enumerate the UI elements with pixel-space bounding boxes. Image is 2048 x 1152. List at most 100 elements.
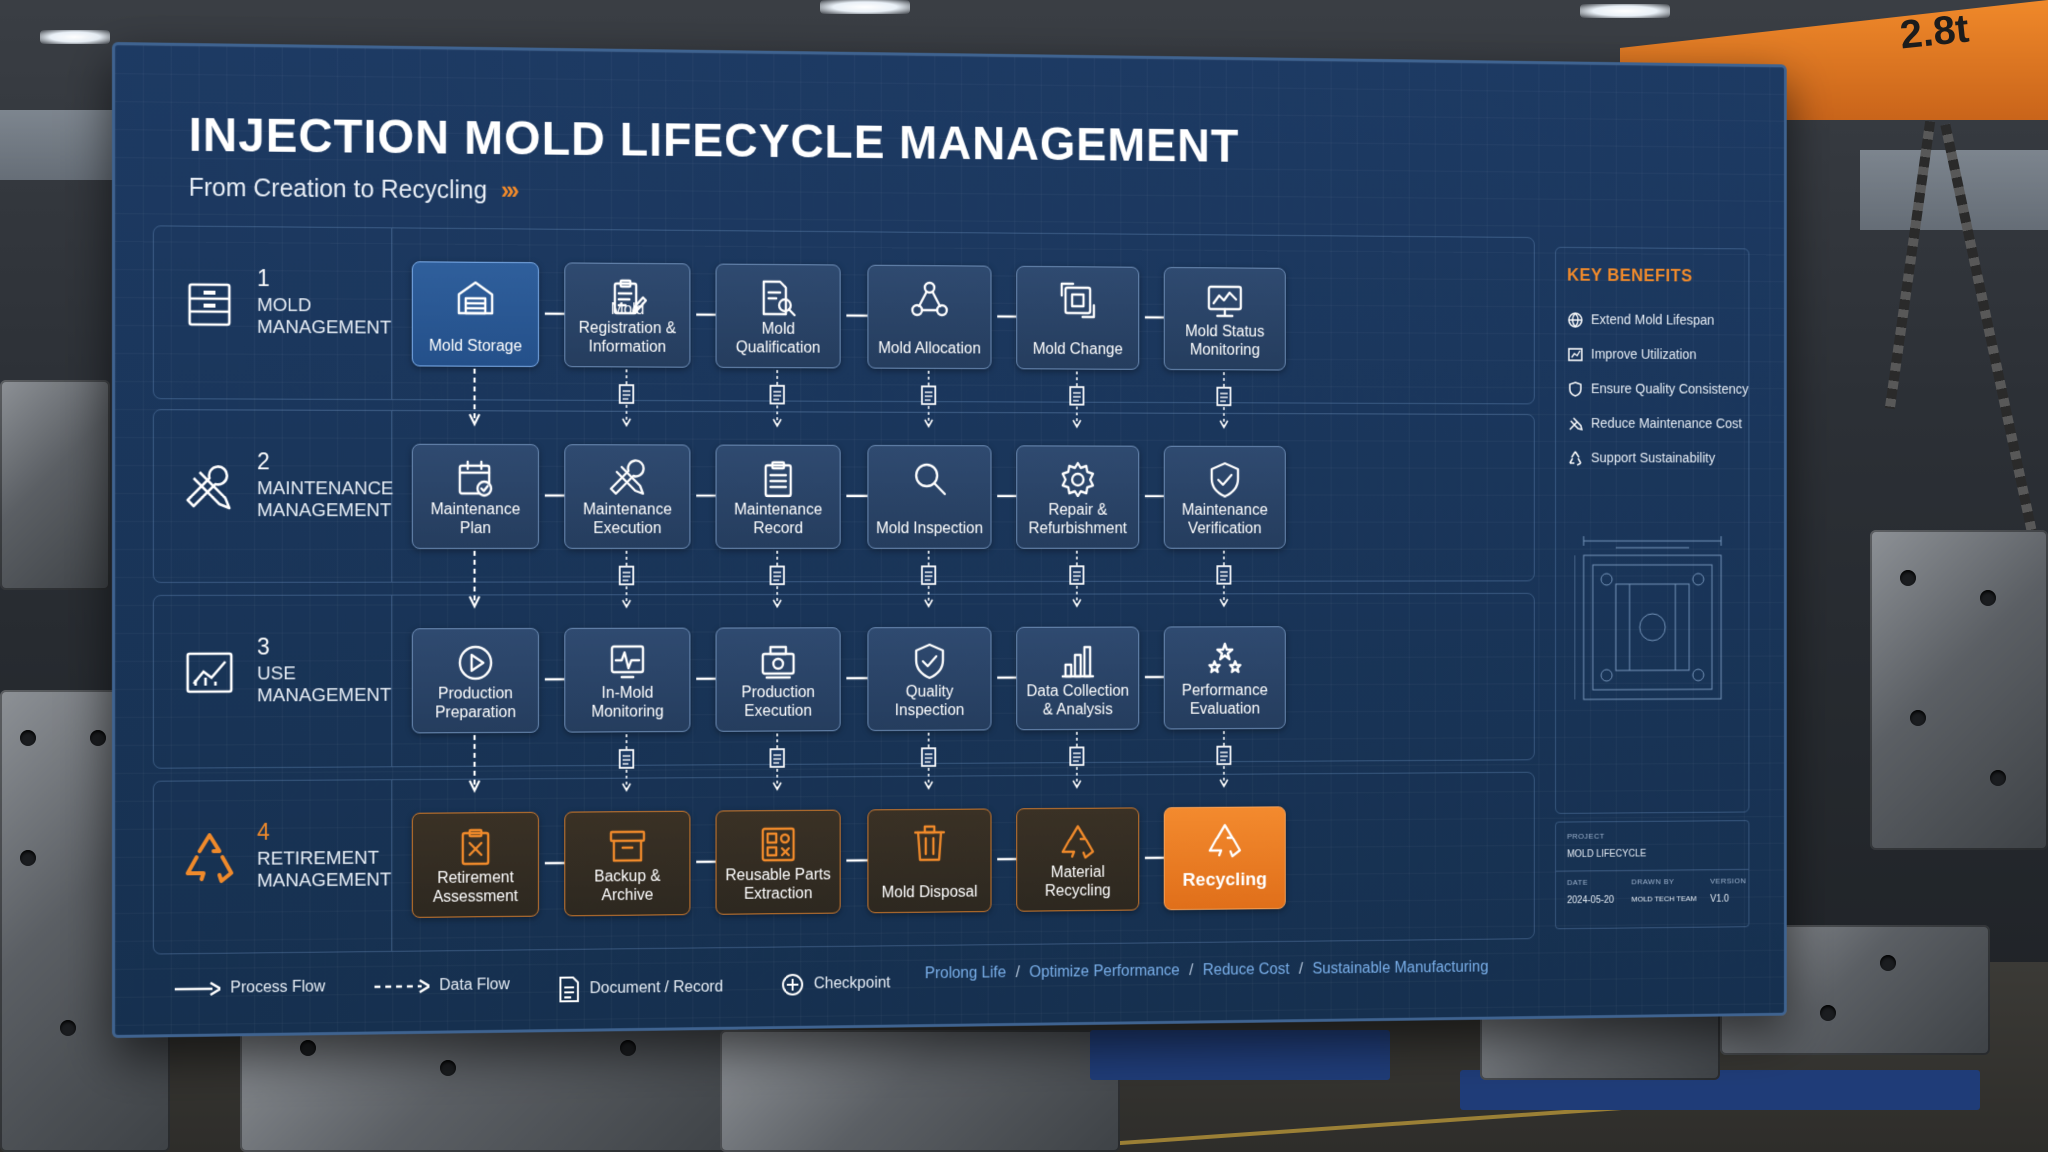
cabinet-icon <box>182 276 238 332</box>
benefit-item: Reduce Maintenance Cost <box>1567 415 1742 439</box>
node-in-mold-monitoring[interactable]: In-Mold Monitoring <box>564 627 691 733</box>
node-mold-storage[interactable]: Mold Storage <box>411 261 539 368</box>
version: V1.0 <box>1710 893 1729 905</box>
row-number: 4 <box>257 818 270 845</box>
node-label: Data Collection & Analysis <box>1026 682 1130 719</box>
tagline-item: Prolong Life <box>924 964 1007 983</box>
mold-change-icon <box>1059 281 1097 320</box>
recycle-icon <box>182 831 238 887</box>
document-link <box>617 734 636 793</box>
bar-chart-icon <box>1059 641 1097 680</box>
node-material-recycling[interactable]: Material Recycling <box>1016 807 1140 912</box>
doc-search-icon <box>759 279 797 319</box>
node-backup-and-archive[interactable]: Backup & Archive <box>564 810 691 917</box>
recycle-icon <box>1206 821 1244 860</box>
pallet <box>1090 1030 1390 1080</box>
shield-check-icon <box>910 642 948 681</box>
node-repair-and-refurbishment[interactable]: Repair & Refurbishment <box>1016 445 1140 549</box>
machine <box>0 380 110 590</box>
node-production-execution[interactable]: Production Execution <box>715 627 841 732</box>
row-name: RETIREMENT MANAGEMENT <box>257 847 392 892</box>
ceiling-light <box>1580 4 1670 18</box>
wrench-screwdriver-icon <box>608 459 647 499</box>
lifecycle-row-2: 2 MAINTENANCE MANAGEMENT <box>152 409 1535 583</box>
lifecycle-row-3: 3 USE MANAGEMENT <box>152 592 1535 769</box>
node-maintenance-plan[interactable]: Maintenance Plan <box>411 443 539 549</box>
crane-capacity-label: 2.8t <box>1897 6 1971 58</box>
benefit-item: Ensure Quality Consistency <box>1567 380 1748 404</box>
row-name: USE MANAGEMENT <box>257 663 392 707</box>
node-reusable-parts-extraction[interactable]: Reusable Parts Extraction <box>715 809 841 915</box>
node-production-preparation[interactable]: Production Preparation <box>411 627 539 734</box>
node-label: Material Recycling <box>1044 864 1111 900</box>
project-date: 2024-05-20 <box>1567 895 1615 907</box>
drawn-by: MOLD TECH TEAM <box>1631 894 1697 904</box>
row-number: 2 <box>257 448 270 475</box>
node-label: Production Preparation <box>435 685 516 722</box>
node-mold-inspection[interactable]: Mold Inspection <box>867 444 992 549</box>
node-label: In-Mold Monitoring <box>591 684 664 721</box>
node-data-collection-and-analysis[interactable]: Data Collection & Analysis <box>1016 626 1140 731</box>
chart-icon <box>182 646 238 702</box>
node-mold-qualification[interactable]: Mold Qualification <box>715 263 841 369</box>
node-recycling[interactable]: Recycling <box>1163 806 1286 911</box>
node-label: Mold Disposal <box>881 883 978 902</box>
node-mold-disposal[interactable]: Mold Disposal <box>867 808 992 914</box>
node-label: Maintenance Plan <box>430 501 521 538</box>
node-label: Performance Evaluation <box>1181 682 1268 718</box>
gear-icon <box>1059 460 1097 499</box>
node-maintenance-verification[interactable]: Maintenance Verification <box>1163 445 1286 549</box>
node-label: Backup & Archive <box>594 868 661 905</box>
node-label: Mold Status Monitoring <box>1185 323 1265 359</box>
monitor-chart-icon <box>1206 282 1244 321</box>
node-maintenance-execution[interactable]: Maintenance Execution <box>564 444 691 549</box>
title-block: PROJECT MOLD LIFECYCLE DATE 2024-05-20 D… <box>1555 820 1750 930</box>
tools-icon <box>182 460 238 516</box>
benefit-item: Extend Mold Lifespan <box>1567 311 1714 335</box>
node-label: Mold Qualification <box>735 320 821 357</box>
play-icon <box>456 643 495 683</box>
globe-icon <box>1567 312 1584 329</box>
row-number: 1 <box>257 265 270 292</box>
document-link <box>617 551 636 610</box>
dashed-arrow-icon <box>374 979 429 994</box>
document-link <box>617 369 636 428</box>
blueprint-drawing <box>1574 527 1730 719</box>
chart-icon <box>1567 346 1584 363</box>
row-name: MOLD MANAGEMENT <box>257 294 392 339</box>
node-mold-status-monitoring[interactable]: Mold Status Monitoring <box>1163 266 1286 371</box>
ceiling-light <box>820 0 910 14</box>
machine-icon <box>759 642 797 681</box>
steel-mold-block <box>720 1030 1120 1152</box>
node-mold-allocation[interactable]: Mold Allocation <box>867 264 992 370</box>
node-label: Reusable Parts Extraction <box>725 866 831 903</box>
project-name: MOLD LIFECYCLE <box>1567 848 1647 860</box>
row-number: 3 <box>257 633 270 660</box>
node-mold-registration-and-information[interactable]: Mold Registration & Information <box>564 262 691 368</box>
key-benefits-heading: KEY BENEFITS <box>1567 265 1693 286</box>
legend-data-flow: Data Flow <box>374 976 510 995</box>
benefit-item: Improve Utilization <box>1567 346 1697 370</box>
pulse-monitor-icon <box>608 643 647 683</box>
node-quality-inspection[interactable]: Quality Inspection <box>867 626 992 732</box>
node-performance-evaluation[interactable]: Performance Evaluation <box>1163 626 1286 730</box>
node-label: Retirement Assessment <box>432 869 519 906</box>
node-retirement-assessment[interactable]: Retirement Assessment <box>411 811 539 918</box>
node-label: Maintenance Verification <box>1181 502 1268 538</box>
ceiling-light <box>40 30 110 44</box>
shield-check-icon <box>1206 460 1244 499</box>
warehouse-icon <box>456 276 495 316</box>
solid-arrow-icon <box>175 981 221 996</box>
node-label: Recycling <box>1182 869 1267 891</box>
node-label: Maintenance Record <box>734 501 823 538</box>
node-maintenance-record[interactable]: Maintenance Record <box>715 444 841 549</box>
tagline-separator: / <box>1015 964 1020 982</box>
calendar-check-icon <box>456 459 495 499</box>
tagline-item: Sustainable Manufacturing <box>1312 958 1489 978</box>
lifecycle-row-1: 1 MOLD MANAGEMENT <box>152 225 1535 405</box>
node-label: Production Execution <box>741 684 815 720</box>
node-mold-change[interactable]: Mold Change <box>1016 265 1140 370</box>
lifecycle-row-4: 4 RETIREMENT MANAGEMENT <box>152 771 1535 955</box>
clipboard-list-icon <box>759 459 797 498</box>
